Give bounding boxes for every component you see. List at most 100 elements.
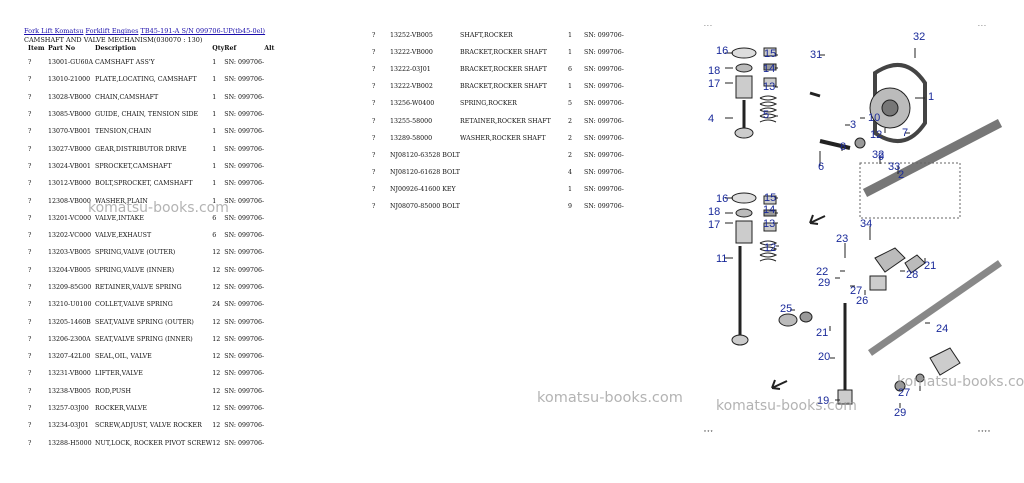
diagram-callout: 16	[716, 45, 728, 57]
cell-description: NUT,LOCK, ROCKER PIVOT SCREW	[95, 439, 213, 447]
cell-ref: SN: 099706-	[584, 202, 624, 210]
cell-qty: 2	[568, 151, 573, 159]
breadcrumb-link-forklift[interactable]: Fork Lift Komatsu	[24, 27, 84, 35]
cell-part-no: NJ08070-85000 BOLT	[390, 202, 461, 210]
cell-qty: 12	[212, 422, 221, 430]
cell-part-no: 13012-VB000	[48, 180, 91, 188]
cell-part-no: 13210-U0100	[48, 301, 92, 309]
diagram-callout: 33	[888, 161, 900, 173]
cell-item: ?	[28, 214, 32, 222]
cell-qty: 12	[212, 353, 221, 361]
diagram-callout: 3	[850, 119, 856, 131]
watermark: komatsu-books.com	[897, 374, 1024, 390]
cell-item: ?	[28, 387, 32, 395]
cell-ref: SN: 099706-	[584, 66, 624, 74]
cell-item: ?	[28, 162, 32, 170]
cell-ref: SN: 099706-	[584, 49, 624, 57]
cell-part-no: NJ00926-41600 KEY	[390, 185, 456, 193]
cell-item: ?	[28, 180, 32, 188]
corner-tag-top-left: - - -	[704, 23, 712, 29]
cell-qty: 12	[212, 249, 221, 257]
diagram-callout: 12	[764, 242, 776, 254]
cell-description: PLATE,LOCATING, CAMSHAFT	[95, 76, 197, 84]
cell-item: ?	[372, 66, 376, 74]
diagram-callout: 29	[894, 407, 906, 419]
cell-qty: 1	[212, 76, 217, 84]
diagram-callout: 1	[928, 91, 934, 103]
cell-part-no: 13001-GU60A	[48, 59, 94, 67]
breadcrumb-link-model[interactable]: TB45-191-A S/N 099706-UP(tb45-0el)	[140, 27, 266, 35]
cell-qty: 1	[212, 145, 217, 153]
diagram-callout: 22	[816, 266, 828, 278]
col-alt: Alt	[264, 45, 275, 52]
watermark: komatsu-books.com	[537, 390, 683, 406]
cell-description: BRACKET,ROCKER SHAFT	[460, 49, 548, 57]
cell-ref: SN: 099706-	[224, 335, 265, 343]
cell-qty: 1	[212, 180, 217, 188]
cell-part-no: 13204-VB005	[48, 266, 91, 274]
cell-ref: SN: 099706-	[584, 83, 624, 91]
cell-part-no: 13288-H5000	[48, 439, 92, 447]
cell-qty: 1	[212, 128, 217, 136]
cell-description: GUIDE, CHAIN, TENSION SIDE	[95, 111, 199, 119]
parts-table-left: Item Part No Description Qty Ref Alt ?13…	[24, 43, 274, 452]
diagram-callout: 32	[872, 149, 884, 161]
diagram-callout: 20	[818, 351, 830, 363]
cell-qty: 12	[212, 335, 221, 343]
diagram-callout: 18	[708, 65, 720, 77]
cell-qty: 24	[212, 301, 221, 309]
cell-ref: SN: 099706-	[224, 439, 265, 447]
cell-ref: SN: 099706-	[224, 214, 265, 222]
diagram-callout: 15	[764, 48, 776, 60]
diagram-callout: 13	[763, 218, 775, 230]
cell-qty: 9	[568, 202, 573, 210]
cell-ref: SN: 099706-	[224, 301, 265, 309]
cell-part-no: 13028-VB000	[48, 93, 91, 101]
cell-ref: SN: 099706-	[224, 197, 265, 205]
diagram-callout: 5	[763, 109, 769, 121]
cell-item: ?	[372, 134, 376, 142]
cell-item: ?	[372, 168, 376, 176]
cell-description: RETAINER,VALVE SPRING	[95, 284, 182, 291]
cell-item: ?	[372, 185, 376, 193]
cell-description: BOLT,SPROCKET, CAMSHAFT	[95, 180, 193, 188]
cell-qty: 12	[212, 405, 221, 413]
cell-qty: 1	[568, 83, 573, 91]
cell-description: CAMSHAFT ASS'Y	[95, 59, 155, 67]
cell-item: ?	[28, 301, 32, 309]
cell-part-no: 13207-42L00	[48, 353, 91, 361]
cell-part-no: 13238-VB005	[48, 387, 91, 395]
diagram-callout: 11	[716, 253, 727, 265]
cell-part-no: 13289-58000	[390, 134, 433, 142]
diagram-callout: 8	[840, 141, 846, 153]
col-part-no: Part No	[48, 45, 76, 52]
cell-qty: 6	[212, 214, 217, 222]
cell-description: CHAIN,CAMSHAFT	[95, 93, 159, 101]
cell-description: SEAT,VALVE SPRING (OUTER)	[95, 318, 194, 326]
breadcrumb-link-engines[interactable]: Forklift Engines	[85, 27, 139, 35]
cell-description: SPRING,VALVE (OUTER)	[95, 249, 176, 257]
cell-description: VALVE,EXHAUST	[95, 232, 152, 240]
watermark: komatsu-books.com	[716, 398, 857, 414]
cell-ref: SN: 099706-	[224, 76, 265, 84]
cell-description: WASHER,PLAIN	[95, 197, 148, 205]
diagram-callout: 15	[764, 192, 776, 204]
diagram-callout: 34	[860, 218, 872, 230]
cell-description	[460, 198, 568, 215]
diagram-callout: 17	[708, 78, 720, 90]
